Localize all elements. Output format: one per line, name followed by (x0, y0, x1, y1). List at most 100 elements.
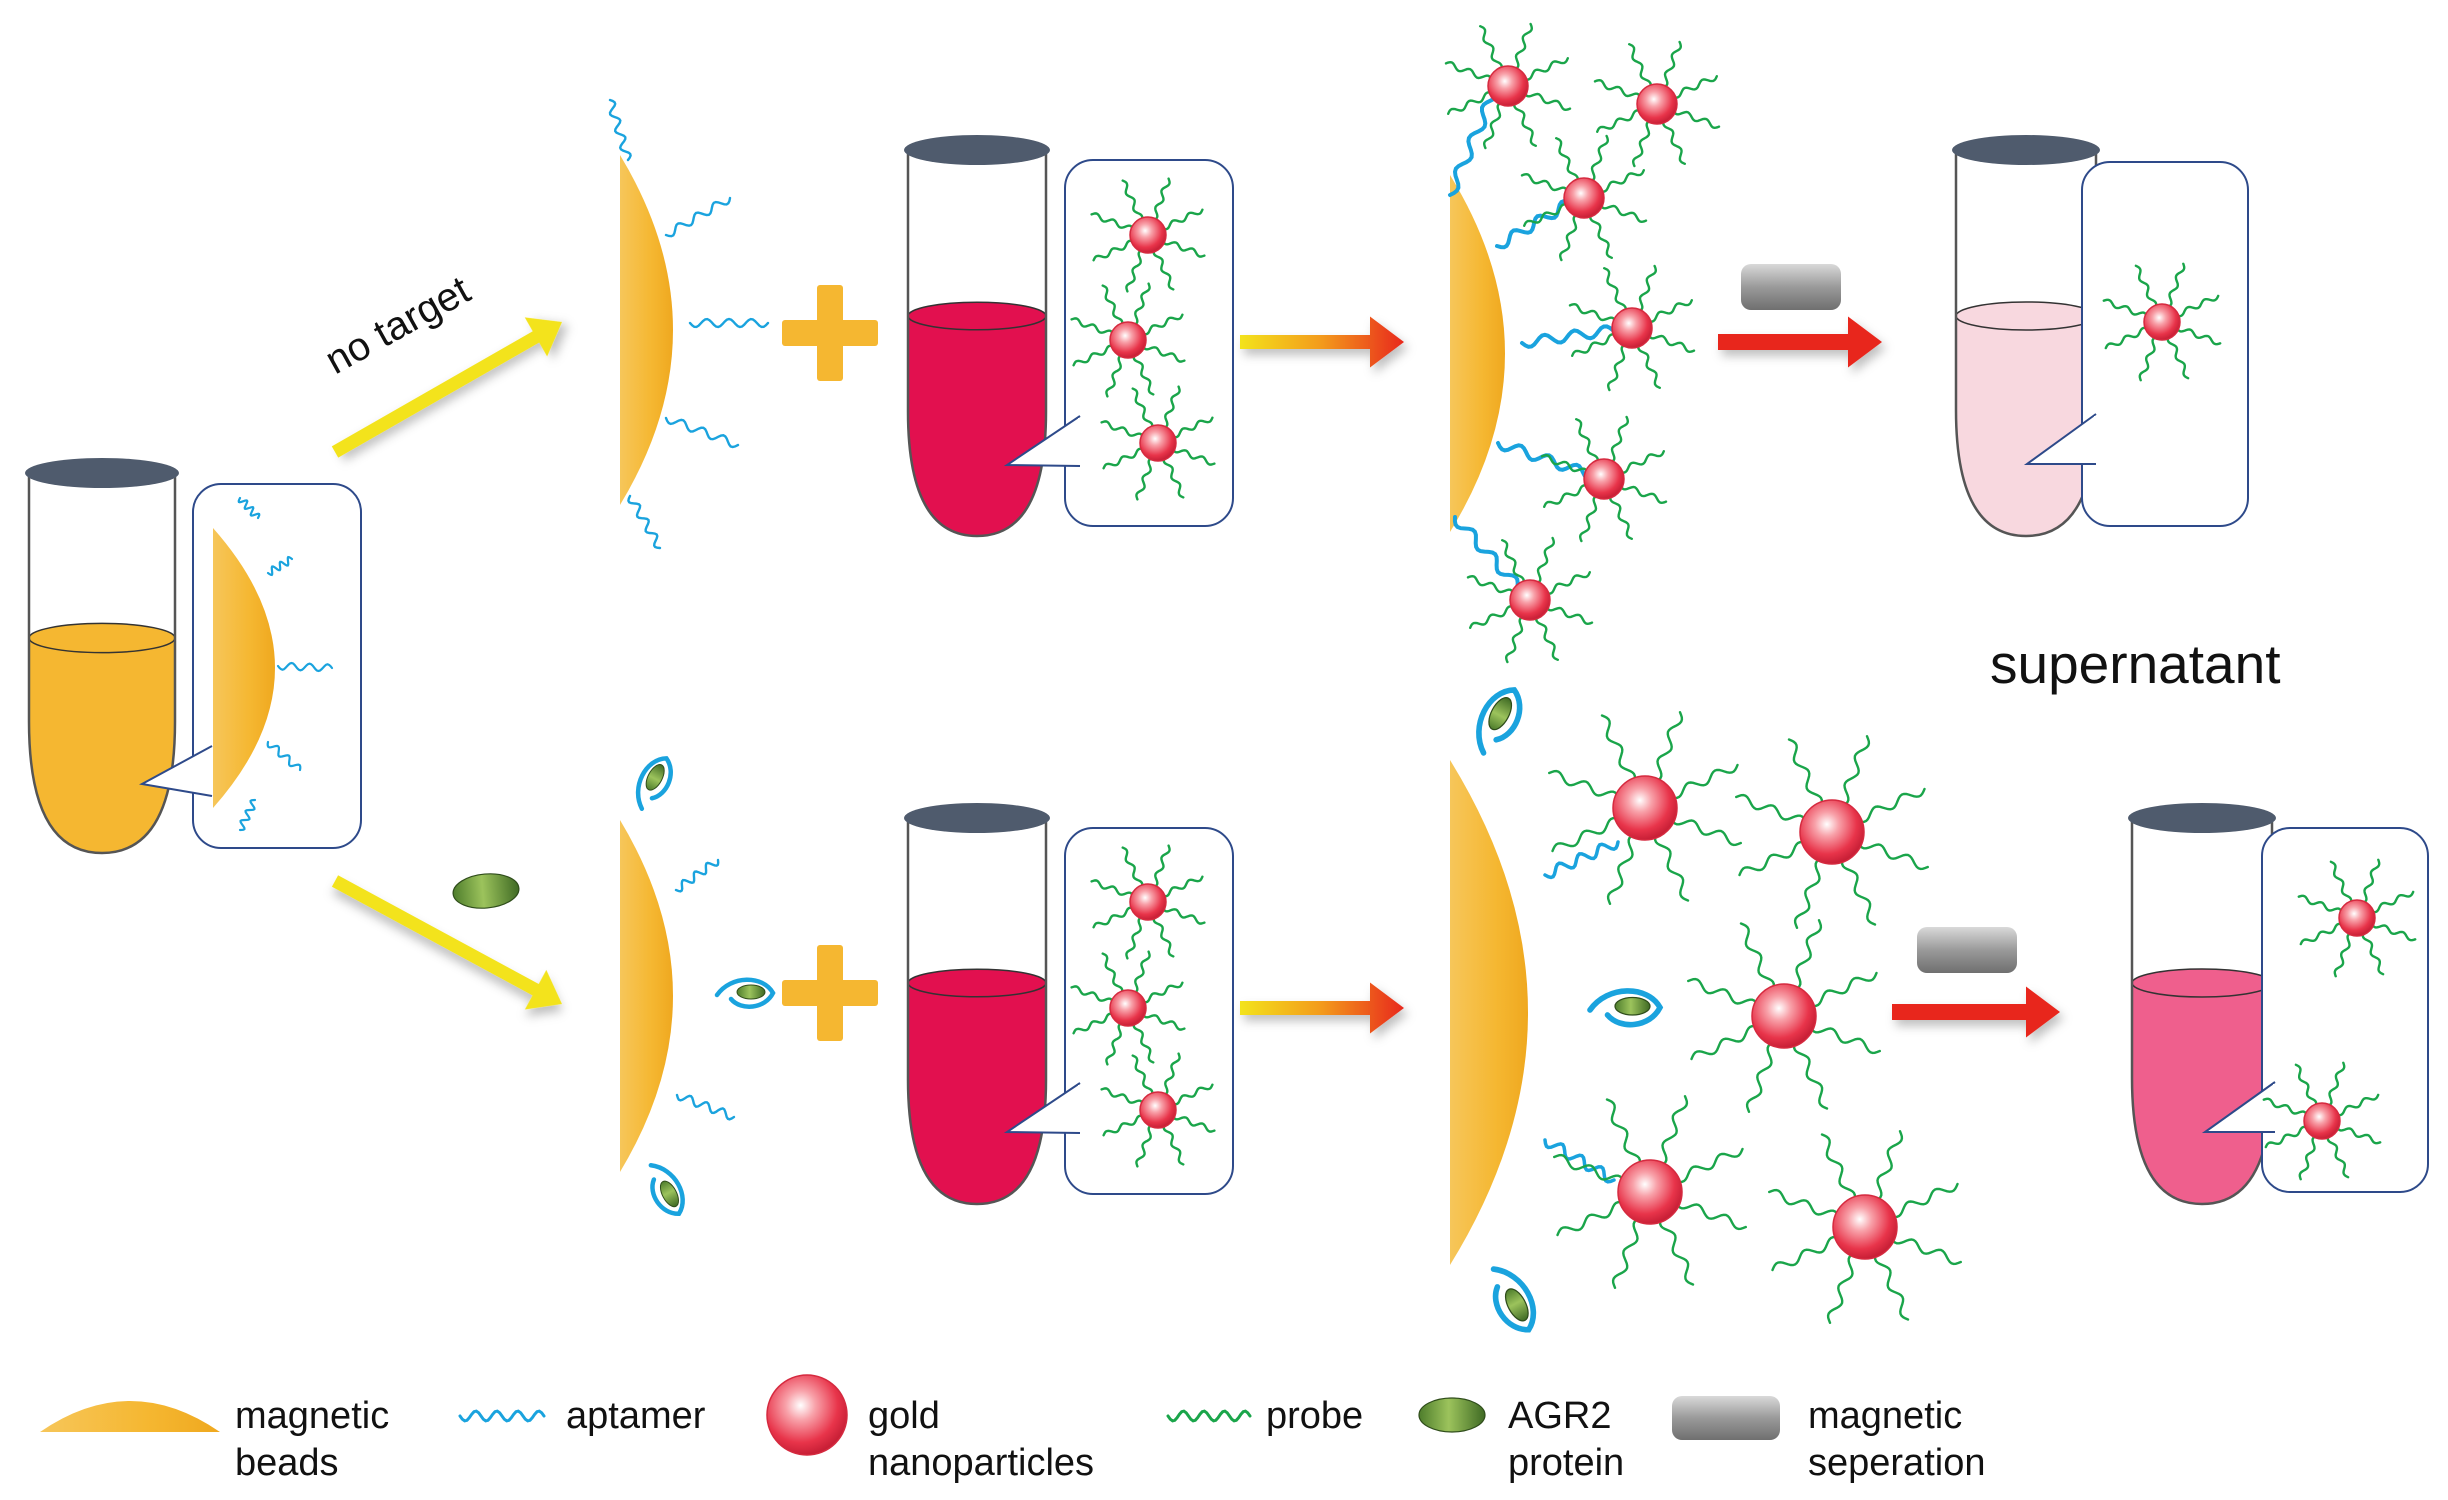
gold-nanoparticle (1687, 919, 1881, 1113)
magnetic-bead (620, 820, 673, 1172)
probe-strand (1807, 971, 1878, 1008)
probe-strand (1469, 605, 1516, 629)
probe-strand (2134, 264, 2158, 310)
tube-cap (25, 458, 179, 488)
probe-strand (2361, 930, 2385, 976)
probe-strand (1631, 118, 1653, 168)
probe-strand (1598, 169, 1645, 193)
callout-pointer (2023, 413, 2097, 465)
gold-nanoparticle-core (1129, 216, 1167, 254)
aptamer-protein-complex-shape (1476, 687, 1523, 756)
probe-strand (1555, 137, 1579, 184)
tube-cap (904, 135, 1050, 165)
gold-nanoparticle-core (1129, 883, 1167, 921)
magnetic-bead (213, 528, 275, 808)
agr2-protein (1504, 1288, 1529, 1322)
probe-strand (2326, 1133, 2350, 1179)
probe-strand (2262, 1097, 2309, 1117)
probe-strand (1603, 267, 1627, 314)
test-tube (2128, 803, 2276, 1206)
probe-strand (1628, 43, 1652, 90)
agr2-protein (1614, 996, 1651, 1016)
probe-strand (1611, 1216, 1642, 1289)
probe-strand (1121, 846, 1144, 890)
aptamer-strand (1543, 1138, 1616, 1184)
probe-strand (1671, 108, 1721, 130)
probe-strand (1152, 844, 1171, 889)
gold-nanoparticle-core (1832, 1194, 1898, 1260)
probe-strand (1605, 1098, 1642, 1169)
probe-strand (1444, 60, 1494, 82)
legend-magnetic-beads-icon (40, 1401, 220, 1432)
legend-gold-nanoparticles-line2: nanoparticles (868, 1442, 1094, 1484)
gold-nanoparticle (1548, 711, 1742, 905)
probe-strand (2166, 262, 2186, 309)
legend-probe-icon (1166, 1409, 1252, 1423)
probe-strand (1637, 342, 1661, 389)
probe-strand (1513, 100, 1537, 147)
gold-nanoparticle-core (2143, 303, 2181, 341)
probe-strand (1593, 78, 1643, 100)
probe-strand (1618, 450, 1665, 474)
probe-strand (1171, 447, 1216, 466)
probe-strand (1132, 1020, 1155, 1064)
probe-strand (1512, 22, 1534, 72)
probe-strand (1140, 981, 1184, 1004)
bound-aptamer (635, 756, 673, 811)
probe-strand (1125, 915, 1144, 960)
probe-strand (1131, 387, 1154, 431)
probe-strand (1873, 1130, 1904, 1203)
legend-magnet-icon (1672, 1396, 1780, 1440)
probe-strand (1152, 177, 1171, 222)
magnet-icon (1917, 927, 2017, 973)
supernatant-label: supernatant (1990, 633, 2281, 695)
separation-arrow-top (1718, 316, 1882, 368)
gold-nanoparticle-core (1109, 989, 1147, 1027)
probe-strand (2326, 1061, 2346, 1108)
gold-nanoparticle-core (1563, 177, 1605, 219)
probe-strand (1141, 1012, 1186, 1031)
gold-nanoparticle-core (1139, 424, 1177, 462)
gold-nanoparticle (1553, 1095, 1747, 1289)
aptamer-protein-complex (1587, 988, 1664, 1028)
no-target-arrow (331, 317, 562, 458)
probe-strand (1820, 1133, 1857, 1204)
probe-strand (2166, 334, 2190, 380)
callout-frame (2261, 827, 2429, 1193)
probe-strand (2299, 922, 2345, 946)
probe-strand (1826, 1251, 1857, 1324)
probe-strand (2102, 298, 2149, 318)
probe-strand (1161, 239, 1206, 258)
probe-strand (1662, 118, 1686, 165)
probe-strand (1466, 574, 1516, 596)
gold-nanoparticle-core (2338, 899, 2376, 937)
probe-strand (1522, 90, 1572, 112)
probe-strand (2335, 1125, 2382, 1145)
probe-strand (1141, 344, 1186, 363)
probe-strand (1170, 416, 1214, 439)
gold-nanoparticle (1735, 735, 1929, 929)
probe-strand (2104, 326, 2150, 350)
aptamer-protein-complex (648, 1163, 685, 1217)
probe-strand (1855, 787, 1926, 824)
gold-nanoparticle-core (1611, 307, 1653, 349)
aptamer-strand (688, 317, 770, 329)
probe-strand (1792, 919, 1823, 992)
legend-gold-nanoparticles-line1: gold (868, 1395, 940, 1437)
tube-solution (908, 983, 1046, 1204)
solution-surface (28, 622, 176, 654)
probe-strand (1135, 456, 1154, 501)
probe-strand (1856, 840, 1929, 871)
probe-strand (1600, 714, 1637, 785)
zoom-callout (2201, 827, 2429, 1193)
probe-strand (1132, 282, 1151, 327)
tube-cap (2128, 803, 2276, 833)
probe-strand (1548, 769, 1621, 800)
legend-magnetic-beads-line1: magnetic (235, 1395, 389, 1437)
target-row (620, 687, 2429, 1333)
solution-surface (1955, 301, 2097, 331)
gold-nanoparticle (2262, 1061, 2382, 1181)
probe-strand (1618, 483, 1668, 505)
probe-strand (1160, 208, 1204, 231)
